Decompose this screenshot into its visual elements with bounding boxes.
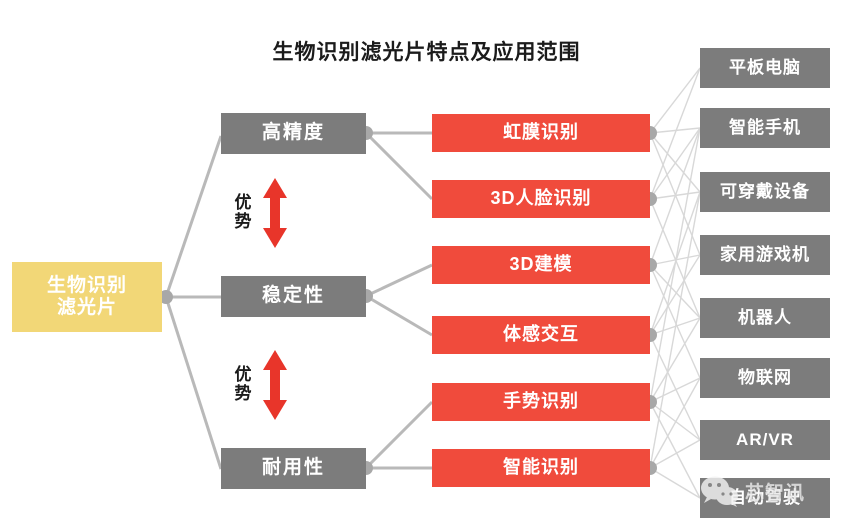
application-node-iot[interactable]: 物联网: [700, 358, 830, 398]
application-node-robot[interactable]: 机器人: [700, 298, 830, 338]
application-node-smartphone[interactable]: 智能手机: [700, 108, 830, 148]
application-node-autonomous-driving[interactable]: 自动驾驶: [700, 478, 830, 518]
root-node-biometric-filter[interactable]: 生物识别 滤光片: [12, 262, 162, 332]
function-node-smart-recognition[interactable]: 智能识别: [432, 449, 650, 487]
feature-node-high-precision[interactable]: 高精度: [221, 113, 366, 154]
advantage-label-lower: 优 势: [234, 365, 252, 403]
double-arrow-icon: [263, 178, 287, 248]
function-node-3d-face-recognition[interactable]: 3D人脸识别: [432, 180, 650, 218]
function-node-iris-recognition[interactable]: 虹膜识别: [432, 114, 650, 152]
advantage-marker-lower: 优 势: [232, 348, 290, 422]
double-arrow-icon: [263, 350, 287, 420]
root-node-label-line1: 生物识别: [46, 274, 127, 296]
function-node-gesture-recognition[interactable]: 手势识别: [432, 383, 650, 421]
function-node-motion-interaction[interactable]: 体感交互: [432, 316, 650, 354]
application-node-ar-vr[interactable]: AR/VR: [700, 420, 830, 460]
application-node-wearable-device[interactable]: 可穿戴设备: [700, 172, 830, 212]
root-node-label-line2: 滤光片: [56, 297, 117, 318]
feature-node-stability[interactable]: 稳定性: [221, 276, 366, 317]
advantage-label-upper: 优 势: [234, 193, 252, 231]
advantage-marker-upper: 优 势: [232, 176, 290, 250]
feature-node-durability[interactable]: 耐用性: [221, 448, 366, 489]
application-node-home-game-console[interactable]: 家用游戏机: [700, 235, 830, 275]
application-node-tablet[interactable]: 平板电脑: [700, 48, 830, 88]
page-title: 生物识别滤光片特点及应用范围: [272, 41, 581, 64]
function-node-3d-modeling[interactable]: 3D建模: [432, 246, 650, 284]
